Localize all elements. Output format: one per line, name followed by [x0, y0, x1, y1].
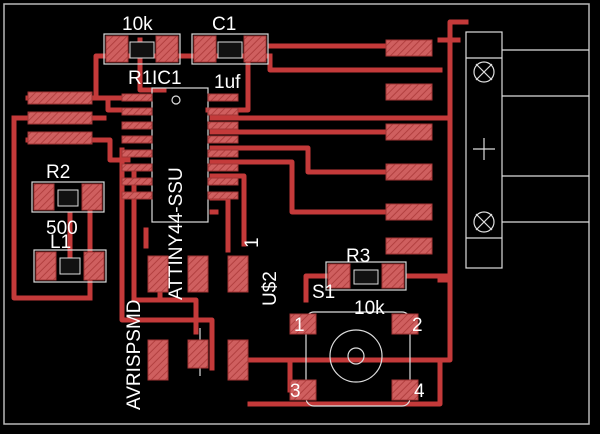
- s1-pad-3: [289, 379, 317, 401]
- s1-pad-1: [289, 313, 317, 335]
- isp-pad-3: [227, 255, 249, 293]
- ic1-pin-r2: [207, 107, 239, 116]
- s1-pad-4: [391, 379, 419, 401]
- ic1-pin-r8: [207, 191, 239, 200]
- trace-ic-right3: [209, 145, 395, 175]
- l1-name-label: L1: [50, 232, 71, 253]
- trace-left-vert: [119, 147, 215, 371]
- r1-pad-1: [105, 35, 129, 63]
- ic1-part-label: ATTINY44-SSU: [166, 167, 187, 300]
- ic1-pin-r7: [207, 177, 239, 186]
- s1-pin1-label: 1: [294, 315, 305, 336]
- c1-pad-2: [243, 35, 267, 63]
- r2-value-label: 500: [46, 218, 78, 239]
- r1-name-label: R1: [128, 68, 152, 89]
- component-core-lines: [57, 41, 379, 285]
- labels: 10k C1 R1 IC1 1uf R2 500 L1 ATTINY44-SSU…: [46, 14, 425, 410]
- avrisp-name-label: AVRISPSMD: [124, 299, 145, 410]
- ic1-pin-l6: [121, 163, 153, 172]
- c1-name-label: C1: [212, 14, 236, 35]
- usb-pad-5: [385, 203, 433, 221]
- usb-connector-body: [465, 31, 503, 269]
- r3-body: [325, 261, 407, 291]
- trace-ic-right4: [209, 159, 395, 215]
- ic1-pin-r1: [207, 93, 239, 102]
- ic1-pin1-mark: [171, 95, 181, 105]
- usb-hole-bottom: [473, 211, 495, 233]
- usb-pad-2: [385, 83, 433, 101]
- s1-pin4-label: 4: [414, 381, 425, 402]
- left-pad-1: [27, 91, 93, 105]
- left-pad-2: [27, 111, 93, 125]
- usb-leads: [502, 49, 589, 223]
- trace-ic-right5: [209, 173, 247, 247]
- ic1-pin-l3: [121, 121, 153, 130]
- isp-pad-6: [227, 339, 249, 381]
- trace-ic-right1: [209, 19, 469, 121]
- usb-pad-6: [385, 237, 433, 255]
- r3-pad-1: [327, 263, 351, 289]
- board-outline: [3, 3, 590, 425]
- l1-pad-2: [83, 251, 105, 281]
- s1-pad-2: [391, 313, 419, 335]
- trace-bottom-right: [247, 357, 443, 407]
- ic1-pin-r3: [207, 121, 239, 130]
- ic1-pin-l7: [121, 177, 153, 186]
- silk: [31, 31, 503, 407]
- usb-pad-1: [385, 39, 433, 57]
- s1-body: [305, 311, 411, 407]
- s1-button-inner: [347, 347, 365, 365]
- r2-pad-2: [81, 183, 103, 211]
- r3-pad-2: [381, 263, 405, 289]
- ic1-pin-l8: [121, 191, 153, 200]
- ic1-pin-l1: [121, 93, 153, 102]
- ic1-pin-l4: [121, 135, 153, 144]
- isp-pad-2: [187, 255, 209, 293]
- c1-pad-1: [193, 35, 217, 63]
- r2-pad-1: [33, 183, 55, 211]
- r2-body: [31, 181, 105, 213]
- isp-pad-5: [187, 339, 209, 369]
- trace-r3-left: [303, 273, 331, 303]
- c1-value-label: 1uf: [214, 72, 241, 93]
- ic1-pin-r4: [207, 135, 239, 144]
- s1-pin3-label: 3: [290, 381, 301, 402]
- pads: [27, 35, 433, 401]
- left-pad-3: [27, 131, 93, 145]
- l1-pad-1: [35, 251, 57, 281]
- usb-pad-3: [385, 123, 433, 141]
- ic1-pin-l5: [121, 149, 153, 158]
- r1-body: [103, 33, 181, 65]
- usb-pin-label: 1: [242, 237, 263, 248]
- s1-button-outer: [329, 329, 383, 383]
- usb-mount-holes: [473, 61, 495, 233]
- component-cores: [58, 42, 378, 284]
- ic1-name-label: IC1: [152, 68, 182, 89]
- ic1-pin-l2: [121, 107, 153, 116]
- l1-body: [33, 249, 107, 283]
- us2-name-label: U$2: [260, 271, 281, 306]
- ic1-pin-r6: [207, 163, 239, 172]
- r2-name-label: R2: [46, 162, 70, 183]
- usb-hole-top: [473, 61, 495, 83]
- r3-name-label: R3: [346, 246, 370, 267]
- s1-name-label: S1: [312, 282, 335, 303]
- c1-body: [191, 33, 269, 65]
- r1-value-label: 10k: [122, 14, 153, 35]
- trace-ic-pin7: [209, 195, 231, 253]
- ic1-pin-r5: [207, 149, 239, 158]
- isp-pad-1: [147, 255, 169, 293]
- r1-pad-2: [155, 35, 179, 63]
- isp-pad-4: [147, 339, 169, 381]
- r3-value-label: 10k: [354, 298, 385, 319]
- trace-left-vert2: [131, 167, 199, 335]
- s1-pin2-label: 2: [412, 315, 423, 336]
- usb-pad-4: [385, 163, 433, 181]
